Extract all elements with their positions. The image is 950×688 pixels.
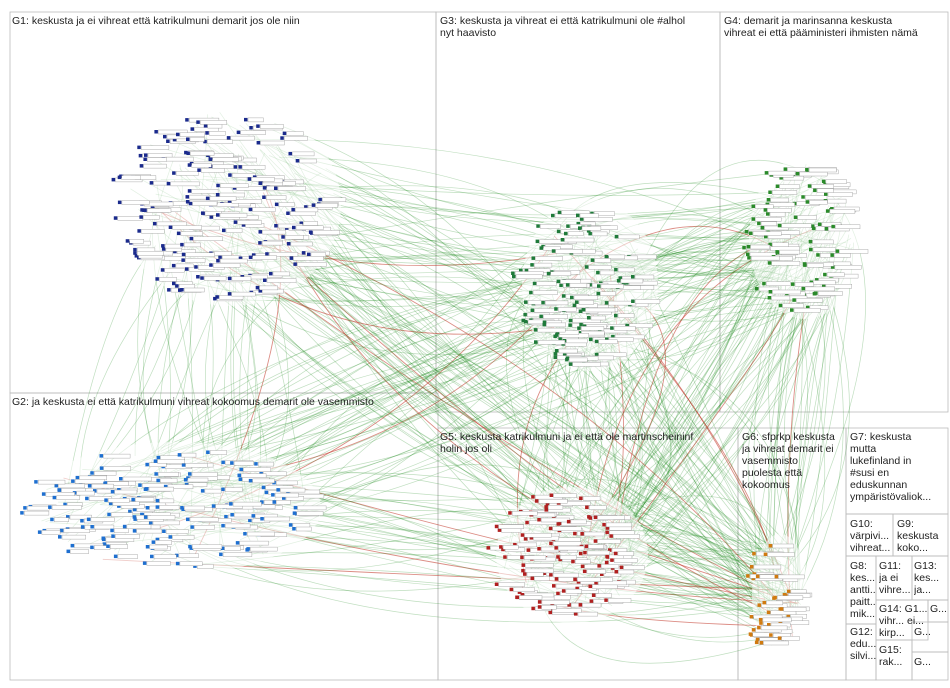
group-box-g17 (912, 622, 948, 652)
node-cluster-g5 (487, 487, 649, 623)
group-box-g12 (846, 624, 876, 680)
group-box-g10 (846, 514, 893, 556)
group-box-g9 (893, 514, 948, 556)
group-box-g15 (876, 640, 912, 680)
node-cluster-g3 (511, 199, 660, 371)
group-box-g14 (876, 600, 928, 640)
group-box-g13 (912, 556, 948, 600)
node-cluster-g2 (20, 442, 326, 574)
group-box-g11 (876, 556, 912, 600)
group-box-g18 (912, 652, 948, 680)
group-box-g8 (846, 556, 876, 624)
group-box-g7 (846, 428, 948, 514)
group-box-g16 (928, 600, 948, 622)
